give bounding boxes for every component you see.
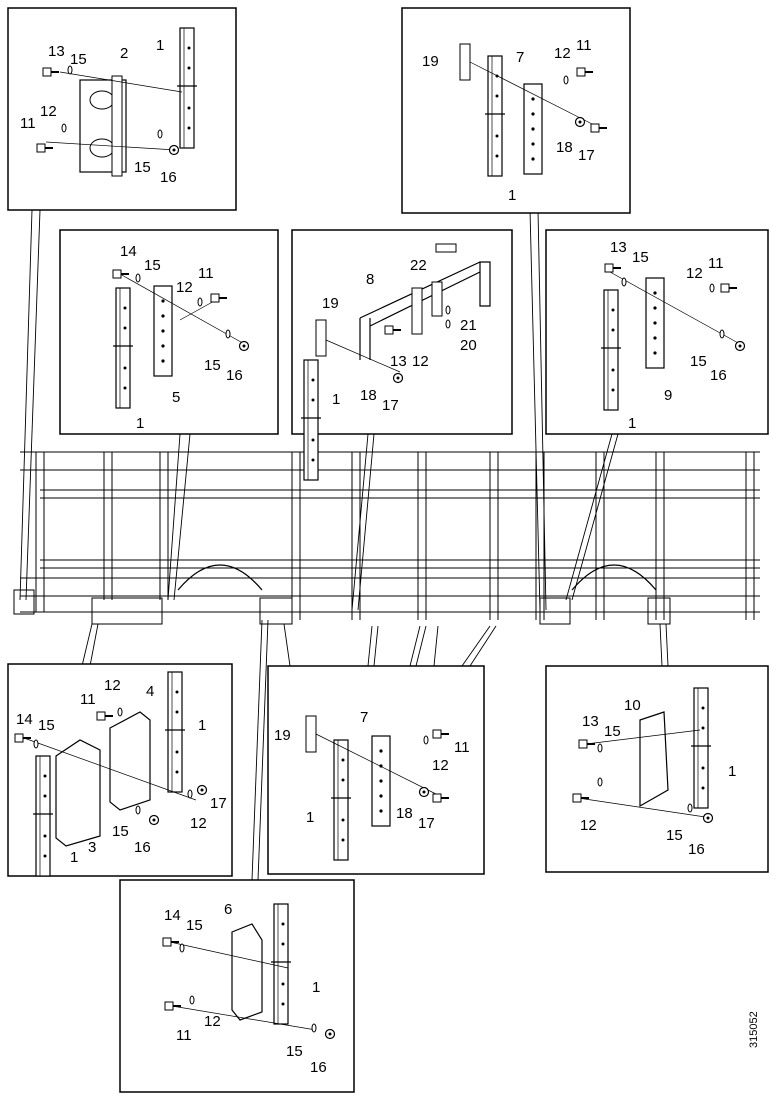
callout-label: 1 — [136, 415, 144, 432]
callout-label: 14 — [120, 243, 137, 260]
panel-bottom-center: 19 7 11 12 18 17 1 — [267, 665, 485, 875]
callout-label: 15 — [604, 723, 621, 740]
callout-label: 1 — [156, 37, 164, 54]
callout-label: 13 — [390, 353, 407, 370]
callout-label: 18 — [556, 139, 573, 156]
callout-label: 10 — [624, 697, 641, 714]
callout-label: 12 — [686, 265, 703, 282]
panel-bottom-lower: 6 14 15 1 11 12 15 16 — [119, 879, 355, 1093]
leader-lines — [19, 209, 669, 881]
callout-label: 16 — [688, 841, 705, 858]
callout-label: 15 — [144, 257, 161, 274]
callout-label: 13 — [48, 43, 65, 60]
callout-label: 1 — [70, 849, 78, 866]
callout-label: 15 — [134, 159, 151, 176]
panel-mid-left: 14 15 11 12 15 16 5 1 — [59, 229, 279, 435]
callout-label: 12 — [176, 279, 193, 296]
callout-label: 11 — [454, 739, 470, 756]
callout-label: 14 — [164, 907, 181, 924]
callout-label: 18 — [396, 805, 413, 822]
callout-label: 15 — [186, 917, 203, 934]
callout-label: 3 — [88, 839, 96, 856]
callout-label: 13 — [610, 239, 627, 256]
callout-label: 12 — [554, 45, 571, 62]
callout-label: 1 — [198, 717, 206, 734]
callout-label: 12 — [190, 815, 207, 832]
callout-label: 6 — [224, 901, 232, 918]
callout-label: 15 — [690, 353, 707, 370]
callout-label: 1 — [728, 763, 736, 780]
panel-bottom-right: 10 13 15 1 12 15 16 — [545, 665, 769, 873]
callout-label: 16 — [310, 1059, 327, 1076]
callout-label: 16 — [710, 367, 727, 384]
callout-label: 19 — [322, 295, 339, 312]
callout-label: 19 — [422, 53, 439, 70]
callout-label: 17 — [418, 815, 435, 832]
callout-label: 12 — [580, 817, 597, 834]
callout-label: 13 — [582, 713, 599, 730]
callout-label: 12 — [412, 353, 429, 370]
callout-label: 9 — [664, 387, 672, 404]
panel-top-right: 19 7 12 11 18 17 1 — [401, 7, 631, 214]
callout-label: 7 — [516, 49, 524, 66]
callout-label: 7 — [360, 709, 368, 726]
callout-label: 1 — [508, 187, 516, 204]
callout-label: 15 — [204, 357, 221, 374]
callout-label: 1 — [628, 415, 636, 432]
callout-label: 14 — [16, 711, 33, 728]
callout-label: 17 — [578, 147, 595, 164]
callout-label: 15 — [70, 51, 87, 68]
callout-label: 11 — [708, 255, 724, 272]
callout-label: 1 — [332, 391, 340, 408]
callout-label: 18 — [360, 387, 377, 404]
callout-label: 11 — [576, 37, 592, 54]
callout-label: 15 — [112, 823, 129, 840]
callout-label: 17 — [382, 397, 399, 414]
callout-label: 11 — [20, 115, 36, 132]
panel-top-left: 1 2 13 15 12 11 15 16 — [7, 7, 237, 211]
panel-mid-right: 13 15 11 12 15 16 9 1 — [545, 229, 769, 435]
callout-label: 8 — [366, 271, 374, 288]
callout-label: 12 — [432, 757, 449, 774]
callout-label: 1 — [306, 809, 314, 826]
callout-label: 19 — [274, 727, 291, 744]
callout-label: 16 — [134, 839, 151, 856]
document-id: 315052 — [748, 1011, 760, 1048]
callout-label: 12 — [204, 1013, 221, 1030]
callout-label: 1 — [312, 979, 320, 996]
callout-label: 21 — [460, 317, 477, 334]
callout-label: 2 — [120, 45, 128, 62]
panel-bottom-left: 11 12 4 14 15 1 17 12 15 16 1 3 — [7, 663, 233, 877]
callout-label: 5 — [172, 389, 180, 406]
callout-label: 11 — [176, 1027, 192, 1044]
callout-label: 16 — [160, 169, 177, 186]
callout-label: 15 — [38, 717, 55, 734]
callout-label: 15 — [666, 827, 683, 844]
callout-label: 11 — [80, 691, 96, 708]
callout-label: 20 — [460, 337, 477, 354]
callout-label: 12 — [40, 103, 57, 120]
callout-label: 12 — [104, 677, 121, 694]
chassis-frame — [13, 451, 760, 625]
callout-label: 15 — [286, 1043, 303, 1060]
callout-label: 4 — [146, 683, 154, 700]
callout-label: 16 — [226, 367, 243, 384]
callout-label: 17 — [210, 795, 227, 812]
callout-label: 11 — [198, 265, 214, 282]
panel-mid-center: 22 8 19 21 20 13 12 18 17 1 — [291, 229, 513, 481]
callout-label: 15 — [632, 249, 649, 266]
callout-label: 22 — [410, 257, 427, 274]
